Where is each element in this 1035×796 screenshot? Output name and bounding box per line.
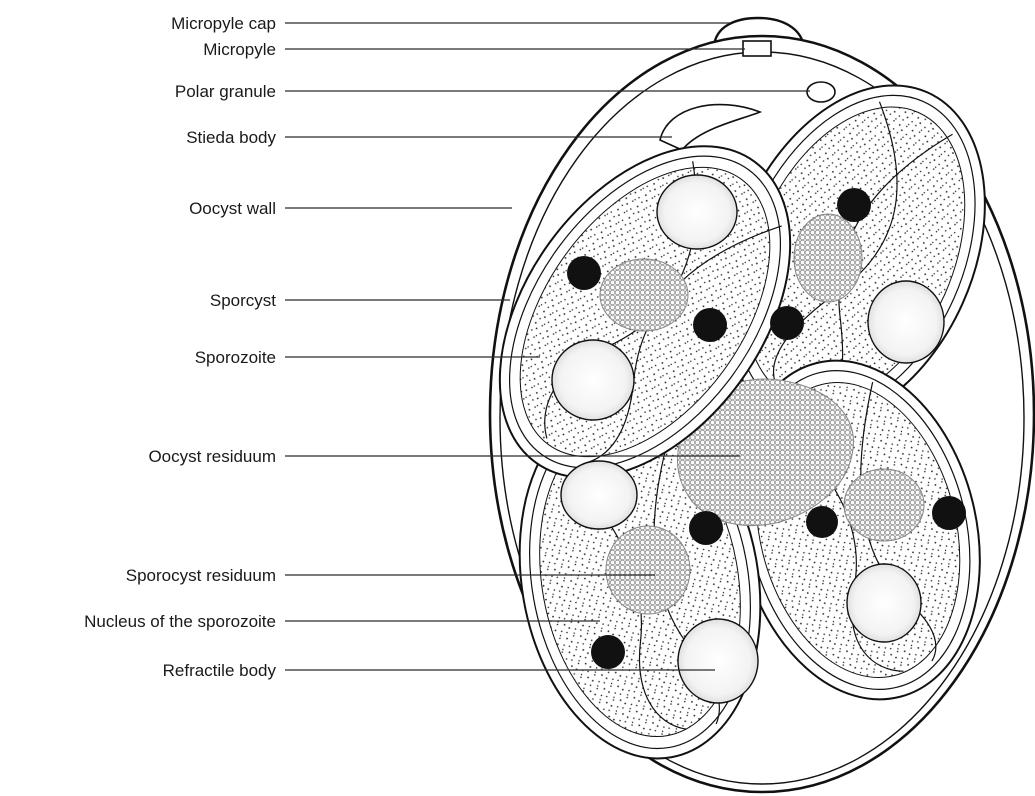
sporocyst-residuum-shape (600, 259, 688, 331)
refractile-body-shape (678, 619, 758, 703)
sporozoite-nucleus-shape (770, 306, 804, 340)
sporozoite-nucleus-shape (689, 511, 723, 545)
sporozoite-nucleus-shape (591, 635, 625, 669)
refractile-body-shape (552, 340, 634, 420)
label-sporocyst: Sporcyst (210, 291, 276, 310)
label-polar-granule: Polar granule (175, 82, 276, 101)
refractile-body-shape (657, 175, 737, 249)
label-oocyst-wall: Oocyst wall (189, 199, 276, 218)
micropyle-shape (743, 41, 771, 56)
label-oocyst-residuum: Oocyst residuum (148, 447, 276, 466)
sporozoite-nucleus-shape (693, 308, 727, 342)
refractile-body-shape (561, 461, 637, 529)
sporocyst-residuum-shape (794, 214, 862, 302)
refractile-body-shape (868, 281, 944, 363)
sporozoite-nucleus-shape (806, 506, 838, 538)
label-stieda-body: Stieda body (186, 128, 276, 147)
label-sporozoite-nucleus: Nucleus of the sporozoite (84, 612, 276, 631)
label-sporocyst-residuum: Sporocyst residuum (126, 566, 276, 585)
label-micropyle: Micropyle (203, 40, 276, 59)
sporocyst-residuum-shape (844, 469, 924, 541)
refractile-body-shape (847, 564, 921, 642)
label-refractile-body: Refractile body (163, 661, 277, 680)
label-micropyle-cap: Micropyle cap (171, 14, 276, 33)
polar-granule-shape (807, 82, 835, 102)
sporocyst-residuum-shape (606, 526, 690, 614)
sporozoite-nucleus-shape (837, 188, 871, 222)
sporozoite-nucleus-shape (932, 496, 966, 530)
sporozoite-nucleus-shape (567, 256, 601, 290)
label-sporozoite: Sporozoite (195, 348, 276, 367)
